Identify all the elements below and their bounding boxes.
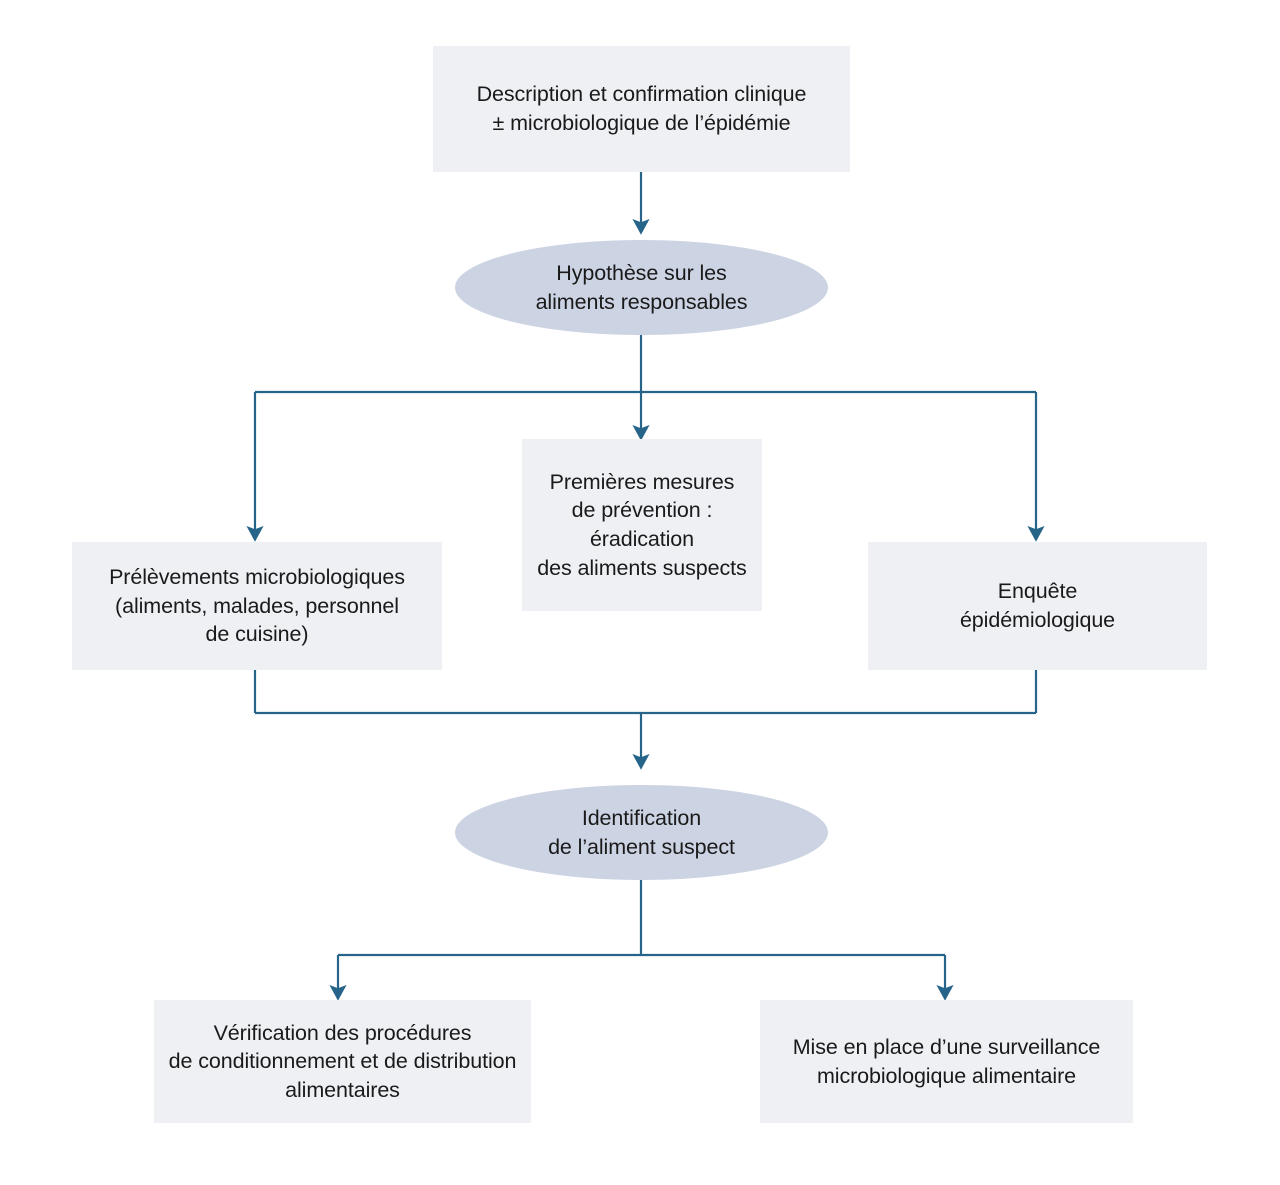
node-prelevements-microbiologiques: Prélèvements microbiologiques (aliments,… bbox=[72, 542, 442, 670]
node-verification-procedures: Vérification des procédures de condition… bbox=[154, 1000, 531, 1123]
node-surveillance-microbiologique: Mise en place d’une surveillance microbi… bbox=[760, 1000, 1133, 1123]
node-description-confirmation: Description et confirmation clinique ± m… bbox=[433, 46, 850, 172]
node-premieres-mesures: Premières mesures de prévention : éradic… bbox=[522, 439, 762, 611]
node-identification-aliment: Identification de l’aliment suspect bbox=[455, 785, 828, 880]
node-enquete-epidemiologique: Enquête épidémiologique bbox=[868, 542, 1207, 670]
node-hypothese-aliments: Hypothèse sur les aliments responsables bbox=[455, 240, 828, 335]
